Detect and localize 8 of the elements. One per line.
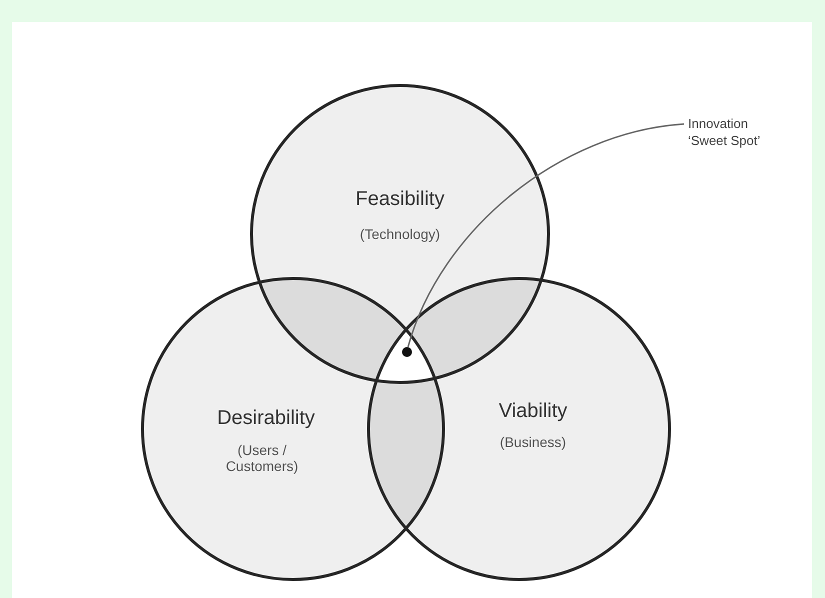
circle-subtitle: (Technology) [358, 226, 442, 242]
circle-title: Desirability [216, 407, 316, 430]
circle-subtitle: (Users / Customers) [224, 442, 300, 474]
circle-subtitle: (Business) [498, 434, 568, 450]
circle-title: Viability [498, 400, 568, 423]
circle-title: Feasibility [354, 188, 446, 211]
callout-label: Innovation ‘Sweet Spot’ [688, 115, 778, 149]
leader-line [407, 123, 684, 348]
